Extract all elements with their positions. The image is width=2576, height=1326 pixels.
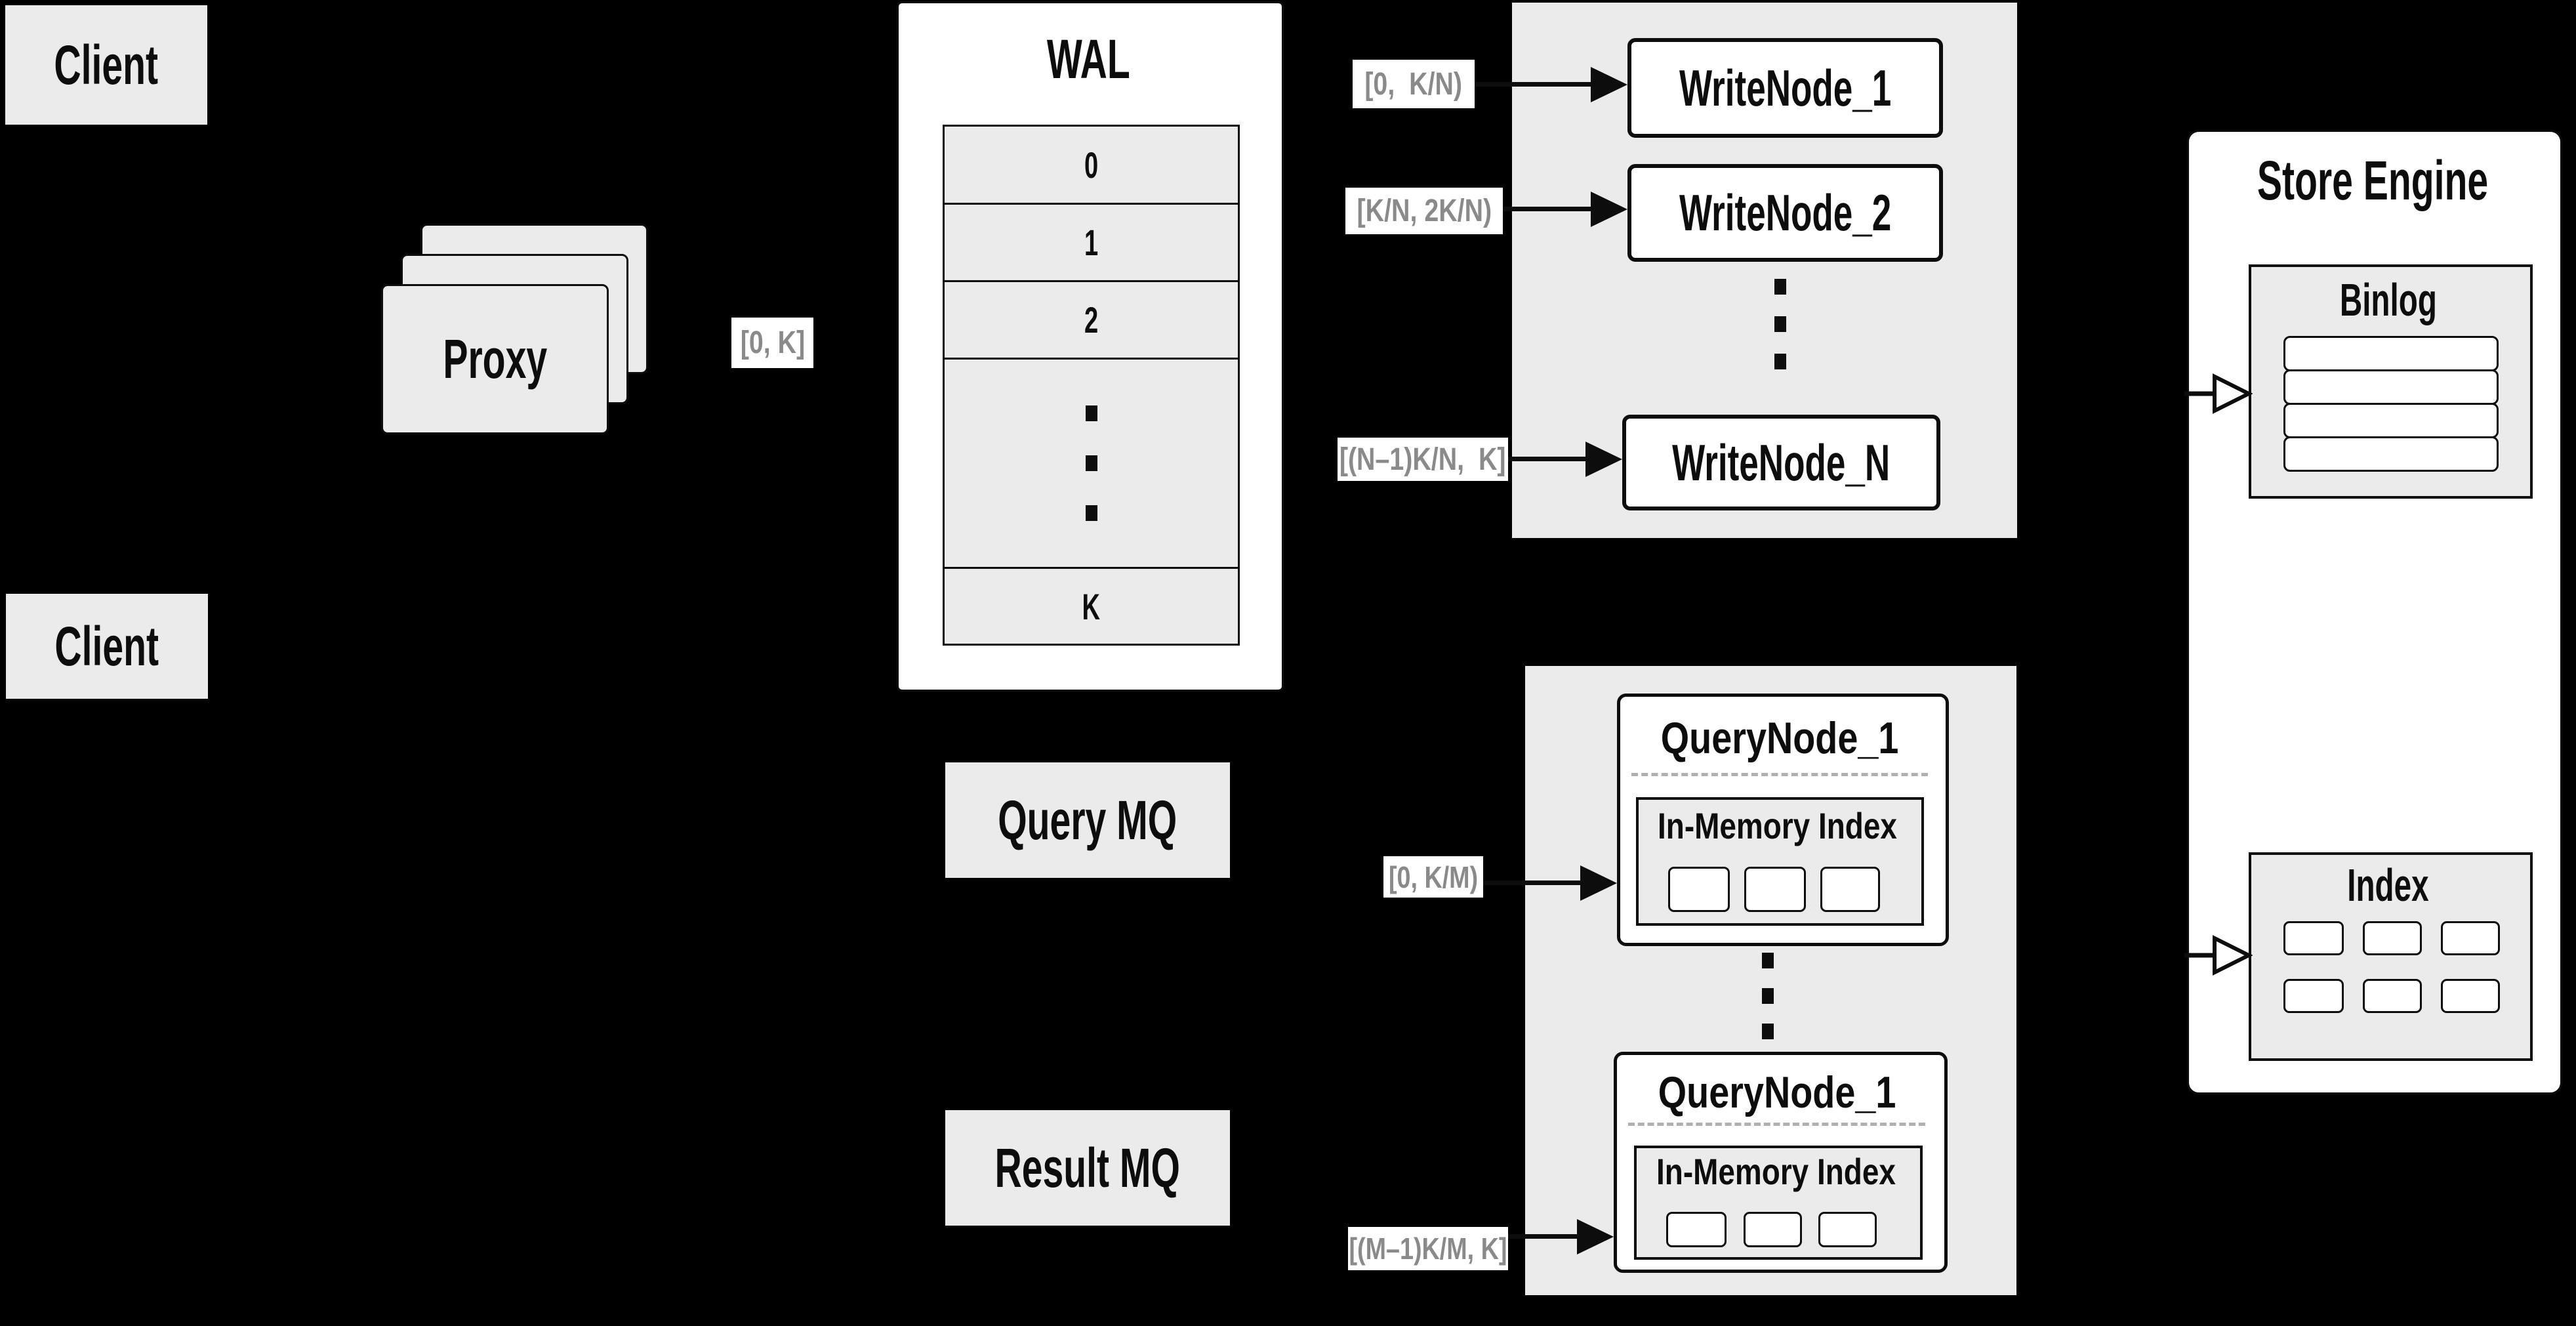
write-node-n: WriteNode_N — [1622, 415, 1940, 510]
store-engine-title: Store Engine — [2257, 149, 2489, 211]
edge-label-write-2: [K/N, 2K/N) — [1345, 188, 1503, 234]
write-node-1: WriteNode_1 — [1627, 38, 1943, 138]
in-memory-index-1-title: In-Memory Index — [1658, 804, 1897, 846]
index-segment — [1668, 867, 1730, 912]
ellipsis-dots — [1085, 405, 1097, 521]
arrow-to-query-node-m — [1508, 1218, 1614, 1254]
index-segment — [2441, 921, 2500, 955]
wal-row-ellipsis — [943, 358, 1240, 569]
arrow-to-write-node-2 — [1503, 191, 1627, 227]
wal-row: K — [943, 567, 1240, 646]
index-segment — [1743, 1212, 1802, 1247]
query-node-ellipsis — [1762, 953, 1774, 1039]
edge-label-write-1: [0, K/N) — [1353, 60, 1475, 108]
index-segment — [2283, 921, 2344, 955]
query-node-1-divider — [1631, 773, 1928, 776]
edge-label-write-n: [(N–1)K/N, K] — [1338, 438, 1508, 481]
wal-row: 1 — [943, 203, 1240, 282]
arrow-into-binlog — [2184, 373, 2253, 415]
binlog-title: Binlog — [2339, 274, 2437, 325]
in-memory-index-1-segments — [1668, 867, 1880, 912]
binlog-row — [2283, 403, 2499, 438]
arrow-to-query-node-1 — [1483, 865, 1617, 901]
client-box-top: Client — [5, 5, 207, 125]
binlog-row — [2283, 336, 2499, 371]
index-segment — [1820, 867, 1880, 912]
arrow-to-write-node-n — [1508, 441, 1622, 477]
index-title: Index — [2347, 859, 2429, 911]
index-segment — [2283, 979, 2344, 1013]
query-node-1-title: QueryNode_1 — [1660, 713, 1899, 763]
client-box-bottom: Client — [6, 594, 208, 699]
index-segment — [2363, 979, 2422, 1013]
edge-label-query-m: [(M–1)K/M, K] — [1348, 1227, 1508, 1270]
binlog-rows — [2283, 336, 2499, 472]
arrow-into-index — [2184, 934, 2253, 976]
result-mq-box: Result MQ — [945, 1110, 1230, 1226]
index-segment — [1744, 867, 1806, 912]
wal-title: WAL — [1046, 28, 1130, 90]
query-node-2-divider — [1628, 1123, 1925, 1126]
binlog-row — [2283, 436, 2499, 472]
client-bottom-label: Client — [54, 615, 159, 677]
in-memory-index-2-title: In-Memory Index — [1656, 1150, 1896, 1192]
edge-label-client-to-wal: [0, K] — [731, 318, 813, 368]
edge-label-query-1: [0, K/M) — [1383, 856, 1483, 898]
binlog-row — [2283, 369, 2499, 405]
write-node-ellipsis — [1774, 279, 1786, 369]
proxy-label: Proxy — [443, 328, 547, 390]
query-node-2-title: QueryNode_1 — [1658, 1067, 1896, 1117]
arrow-to-write-node-1 — [1475, 66, 1627, 102]
write-node-2: WriteNode_2 — [1627, 164, 1943, 262]
query-mq-box: Query MQ — [945, 762, 1230, 878]
index-segment — [1666, 1212, 1727, 1247]
wal-row: 0 — [943, 125, 1240, 205]
proxy-card-front: Proxy — [381, 284, 609, 434]
index-cells — [2283, 921, 2500, 1013]
index-segment — [1818, 1212, 1877, 1247]
index-segment — [2441, 979, 2500, 1013]
client-top-label: Client — [54, 33, 159, 96]
index-segment — [2363, 921, 2422, 955]
wal-row: 2 — [943, 280, 1240, 360]
wal-table: 0 1 2 K — [943, 125, 1240, 646]
in-memory-index-2-segments — [1666, 1212, 1877, 1247]
